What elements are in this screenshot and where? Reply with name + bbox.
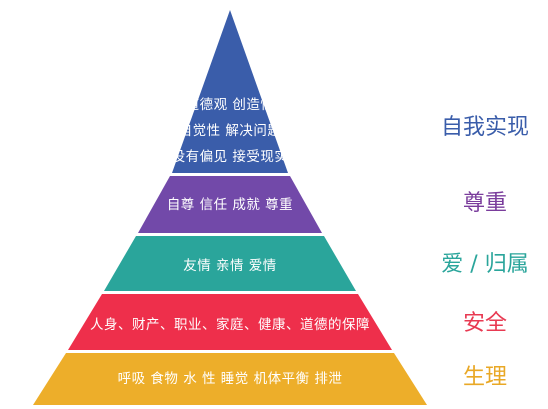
physiological-items: 呼吸 食物 水 性 睡觉 机体平衡 排泄	[117, 371, 343, 387]
esteem-items: 自尊 信任 成就 尊重	[166, 197, 294, 213]
self-actualization-item: 没有偏见 接受现实	[171, 149, 289, 165]
self-actualization-item: 道德观 创造性	[185, 97, 275, 113]
level-esteem-band	[138, 176, 322, 233]
love-belonging-items: 友情 亲情 爱情	[183, 258, 277, 274]
level-safety-band	[68, 294, 392, 350]
level-label-love-belonging: 爱 / 归属	[441, 252, 529, 277]
level-label-esteem: 尊重	[462, 191, 507, 216]
self-actualization-item: 自觉性 解决问题	[178, 123, 282, 139]
level-love-belonging-band	[104, 236, 356, 291]
level-self-actualization-band	[172, 10, 288, 173]
level-label-physiological: 生理	[462, 365, 507, 390]
level-label-safety: 安全	[462, 311, 507, 336]
level-physiological-band	[33, 353, 427, 405]
level-label-self-actualization: 自我实现	[440, 115, 529, 140]
safety-items: 人身、财产、职业、家庭、健康、道德的保障	[90, 317, 370, 333]
